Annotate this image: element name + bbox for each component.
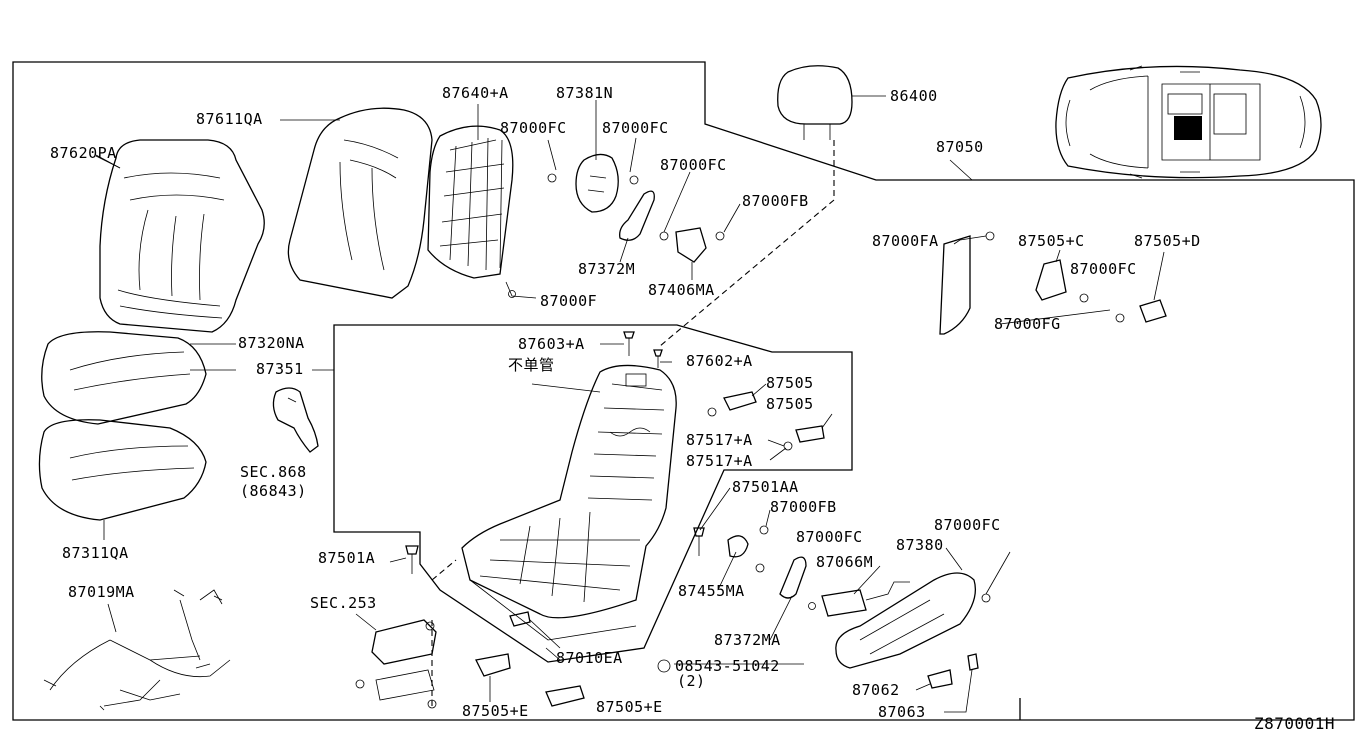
callout-87000FB-1[interactable]: 87000FB bbox=[742, 192, 809, 210]
seat-cushion-trim bbox=[38, 419, 207, 540]
callout-87351[interactable]: 87351 bbox=[256, 360, 304, 378]
callout-not-serviced: 不单管 bbox=[508, 356, 555, 374]
callout-86843[interactable]: (86843) bbox=[240, 482, 307, 500]
callout-87505D[interactable]: 87505+D bbox=[1134, 232, 1201, 250]
callout-87505E-1[interactable]: 87505+E bbox=[462, 702, 529, 720]
callout-87505E-2[interactable]: 87505+E bbox=[596, 698, 663, 716]
callout-87000FG[interactable]: 87000FG bbox=[994, 315, 1061, 333]
callout-87000FC-1[interactable]: 87000FC bbox=[500, 119, 567, 137]
callout-87000F[interactable]: 87000F bbox=[540, 292, 598, 310]
callout-87000FB-2[interactable]: 87000FB bbox=[770, 498, 837, 516]
outer-frame bbox=[12, 61, 1355, 721]
callout-87019MA[interactable]: 87019MA bbox=[68, 583, 135, 601]
callout-87063[interactable]: 87063 bbox=[878, 703, 926, 721]
callout-87000FC-3[interactable]: 87000FC bbox=[660, 156, 727, 174]
callout-87380[interactable]: 87380 bbox=[896, 536, 944, 554]
callout-87372MA[interactable]: 87372MA bbox=[714, 631, 781, 649]
callout-87455MA[interactable]: 87455MA bbox=[678, 582, 745, 600]
callout-87000FC-2[interactable]: 87000FC bbox=[602, 119, 669, 137]
callout-87311QA[interactable]: 87311QA bbox=[62, 544, 129, 562]
callout-87501A[interactable]: 87501A bbox=[318, 549, 376, 567]
callout-sec-253[interactable]: SEC.253 bbox=[310, 594, 377, 612]
clips-87505 bbox=[723, 383, 833, 443]
callout-87381N[interactable]: 87381N bbox=[556, 84, 614, 102]
seat-frame bbox=[461, 364, 677, 641]
callout-87066M[interactable]: 87066M bbox=[816, 553, 874, 571]
callout-86400[interactable]: 86400 bbox=[890, 87, 938, 105]
leader-lines bbox=[95, 155, 1111, 665]
callout-87050[interactable]: 87050 bbox=[936, 138, 984, 156]
callout-87000FA[interactable]: 87000FA bbox=[872, 232, 939, 250]
callout-87611QA[interactable]: 87611QA bbox=[196, 110, 263, 128]
callout-87501AA[interactable]: 87501AA bbox=[732, 478, 799, 496]
side-trim-87000FA bbox=[939, 231, 995, 335]
callout-87000FC-5[interactable]: 87000FC bbox=[796, 528, 863, 546]
callout-quantity-2: (2) bbox=[677, 672, 706, 690]
seat-cushion-pad bbox=[41, 331, 236, 425]
lower-parts bbox=[355, 525, 991, 713]
callout-87320NA[interactable]: 87320NA bbox=[238, 334, 305, 352]
callout-87010EA[interactable]: 87010EA bbox=[556, 649, 623, 667]
recliner-lever bbox=[619, 190, 655, 263]
callout-sec-868[interactable]: SEC.868 bbox=[240, 463, 307, 481]
callout-87640A[interactable]: 87640+A bbox=[442, 84, 509, 102]
callout-87505-2[interactable]: 87505 bbox=[766, 395, 814, 413]
headrest bbox=[777, 65, 886, 140]
callout-87505-1[interactable]: 87505 bbox=[766, 374, 814, 392]
wire-harness bbox=[43, 589, 231, 711]
callout-87603A[interactable]: 87603+A bbox=[518, 335, 585, 353]
recliner-cover-outer bbox=[575, 100, 619, 213]
vehicle-locator-icon bbox=[1055, 65, 1322, 179]
callout-87372M[interactable]: 87372M bbox=[578, 260, 636, 278]
bolts-top bbox=[623, 331, 663, 368]
callout-87517A-1[interactable]: 87517+A bbox=[686, 431, 753, 449]
callout-87000FC-4[interactable]: 87000FC bbox=[1070, 260, 1137, 278]
callout-87406MA[interactable]: 87406MA bbox=[648, 281, 715, 299]
callout-87517A-2[interactable]: 87517+A bbox=[686, 452, 753, 470]
callout-87602A[interactable]: 87602+A bbox=[686, 352, 753, 370]
seat-belt-buckle bbox=[272, 387, 319, 453]
seat-back-trim bbox=[280, 107, 433, 299]
callout-87505C[interactable]: 87505+C bbox=[1018, 232, 1085, 250]
lever-bracket bbox=[675, 227, 707, 280]
callout-87062[interactable]: 87062 bbox=[852, 681, 900, 699]
callout-87000FC-6[interactable]: 87000FC bbox=[934, 516, 1001, 534]
diagram-code: Z870001H bbox=[1254, 714, 1336, 733]
callout-08543-51042[interactable]: 08543-51042 bbox=[675, 657, 780, 675]
seat-back-net bbox=[427, 104, 514, 279]
callout-87620PA[interactable]: 87620PA bbox=[50, 144, 117, 162]
clips-87505CD bbox=[1035, 249, 1167, 323]
inner-frame bbox=[333, 324, 853, 663]
seat-back-cushion bbox=[95, 139, 265, 333]
